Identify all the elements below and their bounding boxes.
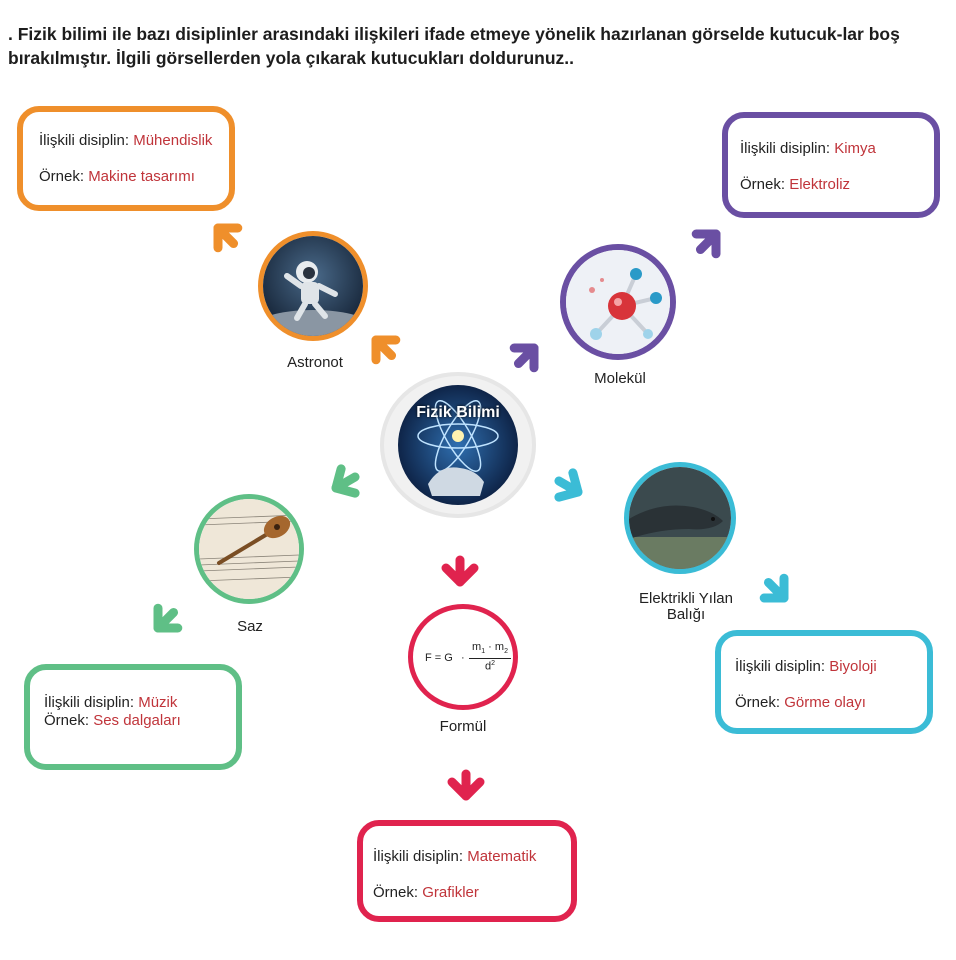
label-yilan-line1: Elektrikli Yılan bbox=[639, 590, 733, 607]
disiplin-value: Matematik bbox=[467, 848, 537, 865]
ornek-label: Örnek: bbox=[39, 168, 85, 185]
ornek-label: Örnek: bbox=[44, 712, 90, 729]
box-matematik: İlişkili disiplin: Matematik Örnek: Graf… bbox=[357, 820, 577, 922]
arrow-purple-2 bbox=[691, 224, 726, 259]
arrow-purple-1 bbox=[509, 338, 544, 373]
question-text: . Fizik bilimi ile bazı disiplinler aras… bbox=[8, 24, 900, 68]
ornek-value: Grafikler bbox=[422, 884, 479, 901]
ornek-label: Örnek: bbox=[735, 694, 781, 711]
center-physics-image bbox=[380, 372, 536, 518]
label-astronot: Astronot bbox=[287, 354, 343, 371]
formula-lhs: F = G bbox=[425, 652, 453, 664]
saz-image bbox=[194, 494, 304, 604]
astronaut-icon bbox=[263, 236, 363, 336]
arrow-red-1 bbox=[446, 560, 474, 582]
formula: F = G · m1 · m2 d2 bbox=[423, 641, 513, 677]
label-yilan-line2: Balığı bbox=[666, 606, 706, 623]
box-muhendislik: İlişkili disiplin: Mühendislik Örnek: Ma… bbox=[17, 106, 235, 211]
formula-fraction-bar bbox=[469, 658, 511, 659]
disiplin-value: Müzik bbox=[138, 694, 178, 711]
eel-icon bbox=[629, 467, 731, 569]
arrow-green-1 bbox=[329, 465, 362, 500]
label-yilan: Elektrikli Yılan Balığı bbox=[622, 591, 750, 623]
ornek-label: Örnek: bbox=[740, 176, 786, 193]
saz-icon bbox=[199, 499, 299, 599]
center-title: Fizik Bilimi bbox=[416, 404, 500, 421]
arrow-cyan-2 bbox=[759, 573, 794, 608]
disiplin-value: Kimya bbox=[834, 140, 876, 157]
box-kimya: İlişkili disiplin: Kimya Örnek: Elektrol… bbox=[722, 112, 940, 218]
arrow-orange-1 bbox=[208, 218, 243, 253]
arrow-orange-2 bbox=[366, 330, 401, 365]
label-molekul: Molekül bbox=[594, 370, 646, 387]
molecule-image bbox=[560, 244, 676, 360]
formula-numerator: m1 · m2 bbox=[472, 641, 508, 656]
disiplin-value: Biyoloji bbox=[829, 658, 877, 675]
disiplin-label: İlişkili disiplin: bbox=[39, 132, 130, 149]
ornek-label: Örnek: bbox=[373, 884, 419, 901]
disiplin-label: İlişkili disiplin: bbox=[44, 694, 135, 711]
arrow-cyan-1 bbox=[552, 469, 585, 504]
astronaut-image bbox=[258, 231, 368, 341]
ornek-value: Görme olayı bbox=[784, 694, 866, 711]
ornek-value: Makine tasarımı bbox=[88, 168, 195, 185]
disiplin-label: İlişkili disiplin: bbox=[740, 140, 831, 157]
arrow-green-2 bbox=[148, 603, 183, 638]
ornek-value: Elektroliz bbox=[789, 176, 851, 193]
arrow-red-2 bbox=[452, 774, 480, 796]
box-muzik: İlişkili disiplin: Müzik Örnek: Ses dalg… bbox=[24, 664, 242, 770]
molecule-icon bbox=[566, 250, 670, 354]
formula-circle: F = G · m1 · m2 d2 bbox=[408, 604, 518, 710]
eel-image bbox=[624, 462, 736, 574]
ornek-value: Ses dalgaları bbox=[93, 712, 181, 729]
disiplin-label: İlişkili disiplin: bbox=[735, 658, 826, 675]
formula-denominator: d2 bbox=[484, 660, 496, 673]
disiplin-label: İlişkili disiplin: bbox=[373, 848, 464, 865]
formula-dot-g: · bbox=[461, 652, 465, 664]
box-biyoloji: İlişkili disiplin: Biyoloji Örnek: Görme… bbox=[715, 630, 933, 734]
label-saz: Saz bbox=[237, 618, 263, 635]
atom-icon bbox=[398, 385, 518, 505]
disiplin-value: Mühendislik bbox=[133, 132, 213, 149]
label-formul: Formül bbox=[439, 718, 487, 735]
